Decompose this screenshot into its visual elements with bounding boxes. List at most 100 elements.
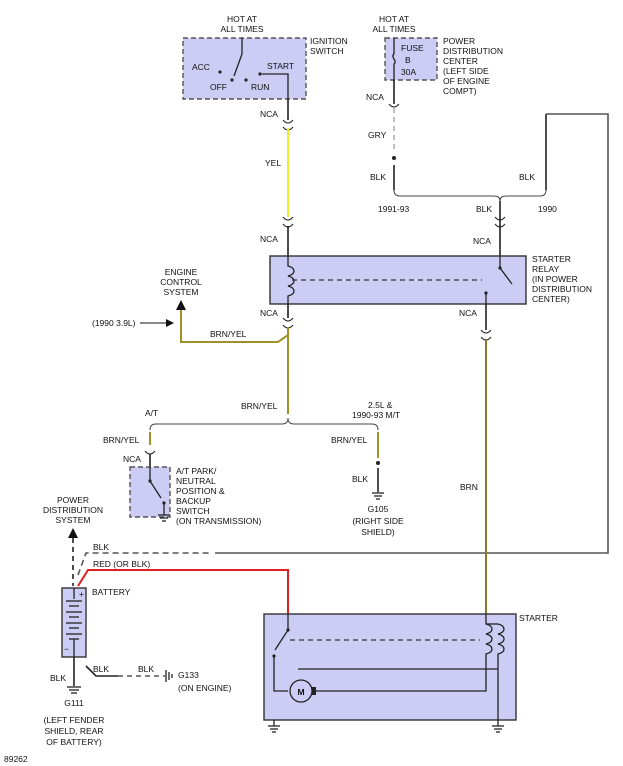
- blk-label-g105: BLK: [352, 474, 368, 484]
- connector-cup-fuse: [388, 103, 400, 108]
- blk-g133-wire-a: [85, 665, 118, 677]
- fuse-hot-label-1: HOT AT: [379, 14, 409, 24]
- ignition-acc-contact: [218, 70, 222, 74]
- ignition-start-contact: [258, 72, 262, 76]
- brn-yel-ecs-wire: [180, 309, 289, 343]
- battery-ground-circuit: BLK G111 (LEFT FENDER SHIELD, REAR OF BA…: [44, 657, 232, 747]
- nca-label-relay-out: NCA: [459, 308, 477, 318]
- nca-label-relay-contact: NCA: [473, 236, 491, 246]
- park-switch-name-1: A/T PARK/: [176, 466, 217, 476]
- g105-loc-1: (RIGHT SIDE: [352, 516, 404, 526]
- connector-cup-relay-top: [494, 216, 506, 221]
- ecs-name-1: ENGINE: [165, 267, 198, 277]
- blk-label-1990: BLK: [519, 172, 535, 182]
- red-battery-cable: [77, 569, 289, 614]
- fuse-to-relay-circuit: NCA GRY BLK 1991-93 1990 BLK BLK NCA: [215, 80, 609, 554]
- pds-name-1: POWER: [57, 495, 89, 505]
- blk-label-g111: BLK: [50, 673, 66, 683]
- trans-option-bracket: [149, 417, 379, 431]
- starter-motor-feed: [273, 656, 288, 692]
- starter-motor-label: M: [297, 687, 304, 697]
- ignition-hot-label-1: HOT AT: [227, 14, 257, 24]
- ignition-hot-label-2: ALL TIMES: [221, 24, 264, 34]
- blk-label-1991: BLK: [370, 172, 386, 182]
- brn-yel-circuit: NCA BRN/YEL ENGINE CONTROL SYSTEM (1990 …: [92, 267, 400, 431]
- g111-id: G111: [64, 698, 84, 708]
- starter-solenoid-blade: [274, 629, 289, 651]
- brn-label: BRN: [460, 482, 478, 492]
- year-1990-label: 1990: [538, 204, 557, 214]
- diagram-id: 89262: [4, 754, 28, 764]
- at-branch-circuit: BRN/YEL NCA: [103, 432, 156, 467]
- connector-cup-relay-top-2: [494, 223, 506, 228]
- year-option-bracket: [393, 189, 547, 202]
- brn-yel-label-at: BRN/YEL: [103, 435, 140, 445]
- mt-branch-label-1: 2.5L &: [368, 400, 393, 410]
- g111-loc-1: (LEFT FENDER: [44, 715, 105, 725]
- nca-label-relay-coil: NCA: [260, 234, 278, 244]
- fuse-rating: 30A: [401, 67, 416, 77]
- park-neutral-switch: A/T PARK/ NEUTRAL POSITION & BACKUP SWIT…: [129, 466, 261, 526]
- pds-name-2: DISTRIBUTION: [43, 505, 103, 515]
- blk-1990-return-wire: [215, 113, 609, 554]
- g133-id: G133: [178, 670, 199, 680]
- blk-label-g133-b: BLK: [138, 664, 154, 674]
- connector-cup-ignition: [282, 119, 294, 124]
- mt-branch-circuit: BRN/YEL BLK G105 (RIGHT SIDE SHIELD): [331, 432, 404, 537]
- relay-coil: [287, 256, 295, 304]
- pdc-label-3: CENTER: [443, 56, 478, 66]
- park-switch-blade: [149, 480, 162, 499]
- year-1991-93-label: 1991-93: [378, 204, 409, 214]
- splice-dot-mt: [376, 461, 380, 465]
- pds-name-3: SYSTEM: [56, 515, 91, 525]
- starter-pull-in-coil: [485, 614, 493, 660]
- connector-cup-park-switch: [144, 450, 156, 455]
- g105-id: G105: [368, 504, 389, 514]
- gry-label: GRY: [368, 130, 387, 140]
- connector-cup-coil-out: [282, 317, 294, 322]
- ecs-arrow: [176, 300, 186, 310]
- fuse-b: HOT AT ALL TIMES FUSE B 30A POWER DISTRI…: [373, 14, 503, 96]
- starter-hold-in-coil: [497, 623, 505, 669]
- battery-plus: +: [79, 589, 84, 599]
- starter-relay: STARTER RELAY (IN POWER DISTRIBUTION CEN…: [269, 254, 592, 305]
- ignition-switch: HOT AT ALL TIMES IGNITION SWITCH ACC OFF…: [182, 14, 348, 100]
- g133-loc: (ON ENGINE): [178, 683, 232, 693]
- connector-cup-yel-bottom: [282, 216, 294, 221]
- ignition-name-2: SWITCH: [310, 46, 344, 56]
- battery-minus: −: [64, 644, 69, 654]
- pdc-label-6: COMPT): [443, 86, 477, 96]
- fuse-hot-label-2: ALL TIMES: [373, 24, 416, 34]
- ignition-name-1: IGNITION: [310, 36, 348, 46]
- park-switch-name-3: POSITION &: [176, 486, 225, 496]
- pds-arrow: [68, 528, 78, 538]
- blk-label-battery: BLK: [93, 542, 109, 552]
- pdc-label-1: POWER: [443, 36, 475, 46]
- fuse-id: B: [405, 55, 411, 65]
- blk-label-relay-input: BLK: [476, 204, 492, 214]
- ignition-off-contact: [230, 78, 234, 82]
- ignition-acc-label: ACC: [192, 62, 210, 72]
- red-or-blk-label: RED (OR BLK): [93, 559, 150, 569]
- relay-name-2: RELAY: [532, 264, 560, 274]
- brn-yel-label-main: BRN/YEL: [241, 401, 278, 411]
- splice-dot-gry-blk: [392, 156, 396, 160]
- starter-name: STARTER: [519, 613, 558, 623]
- park-switch-name-4: BACKUP: [176, 496, 211, 506]
- relay-name-3: (IN POWER: [532, 274, 578, 284]
- ecs-name-2: CONTROL: [160, 277, 202, 287]
- fuse-element: [392, 38, 396, 80]
- pdc-label-4: (LEFT SIDE: [443, 66, 489, 76]
- nca-label-fuse: NCA: [366, 92, 384, 102]
- relay-name-5: CENTER): [532, 294, 570, 304]
- park-switch-name-6: (ON TRANSMISSION): [176, 516, 261, 526]
- nca-label-ignition: NCA: [260, 109, 278, 119]
- blk-label-g133-a: BLK: [93, 664, 109, 674]
- nca-label-park-switch: NCA: [123, 454, 141, 464]
- ignition-off-label: OFF: [210, 82, 227, 92]
- ignition-switch-blade: [233, 53, 243, 77]
- ignition-start-label: START: [267, 61, 294, 71]
- pdc-label-5: OF ENGINE: [443, 76, 490, 86]
- fuse-label: FUSE: [401, 43, 424, 53]
- ignition-to-relay-circuit: NCA YEL NCA: [260, 99, 294, 256]
